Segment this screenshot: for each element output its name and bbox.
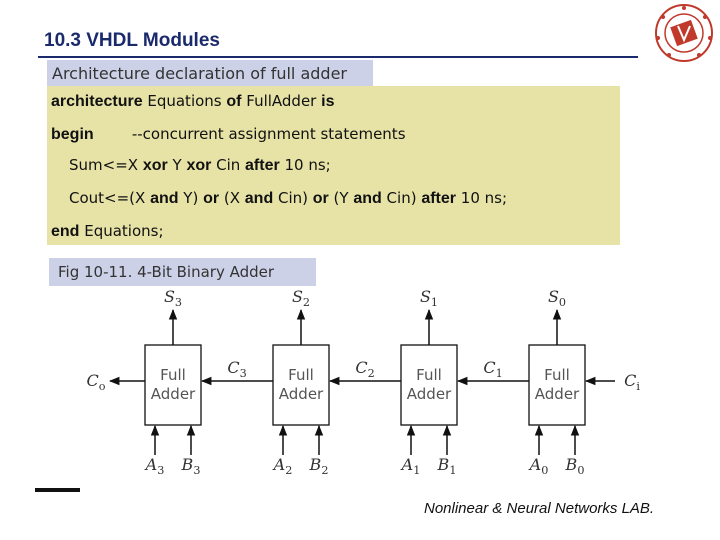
code-line-architecture: architecture Equations of FullAdder is [51, 92, 335, 110]
carry-label: C1 [483, 358, 502, 380]
block-label-adder: Adder [535, 385, 580, 403]
block-label-full: Full [416, 366, 442, 384]
left-accent-bar [35, 488, 80, 492]
block-label-adder: Adder [151, 385, 196, 403]
code-line-begin: begin --concurrent assignment statements [51, 125, 406, 143]
input-b-label: B2 [309, 455, 329, 477]
sum-label: S3 [164, 287, 182, 309]
full-adder-block [528, 344, 586, 426]
slide-title: 10.3 VHDL Modules [44, 30, 220, 51]
input-a-label: A1 [400, 455, 421, 477]
carry-in-label: Ci [624, 371, 640, 393]
code-line-end: end Equations; [51, 222, 164, 240]
section-label: Architecture declaration of full adder [47, 60, 373, 86]
carry-label: C2 [355, 358, 374, 380]
code-line-cout: Cout<=(X and Y) or (X and Cin) or (Y and… [69, 189, 508, 207]
code-line-sum: Sum<=X xor Y xor Cin after 10 ns; [69, 156, 331, 174]
carry-out-label: Co [87, 371, 106, 393]
footer-lab-name: Nonlinear & Neural Networks LAB. [424, 500, 655, 517]
university-logo [655, 4, 713, 62]
input-a-label: A2 [272, 455, 293, 477]
title-divider [38, 56, 638, 58]
figure-caption: Fig 10-11. 4-Bit Binary Adder [49, 258, 316, 286]
input-b-label: B0 [565, 455, 585, 477]
sum-label: S0 [548, 287, 566, 309]
input-a-label: A3 [144, 455, 165, 477]
block-label-adder: Adder [407, 385, 452, 403]
input-b-label: B1 [437, 455, 457, 477]
full-adder-block [400, 344, 458, 426]
sum-label: S1 [420, 287, 438, 309]
full-adder-block [272, 344, 330, 426]
sum-label: S2 [292, 287, 310, 309]
input-b-label: B3 [181, 455, 201, 477]
carry-label: C3 [227, 358, 246, 380]
input-a-label: A0 [528, 455, 549, 477]
block-label-full: Full [288, 366, 314, 384]
block-label-full: Full [160, 366, 186, 384]
code-block: architecture Equations of FullAdder is b… [47, 86, 620, 245]
block-label-full: Full [544, 366, 570, 384]
block-label-adder: Adder [279, 385, 324, 403]
